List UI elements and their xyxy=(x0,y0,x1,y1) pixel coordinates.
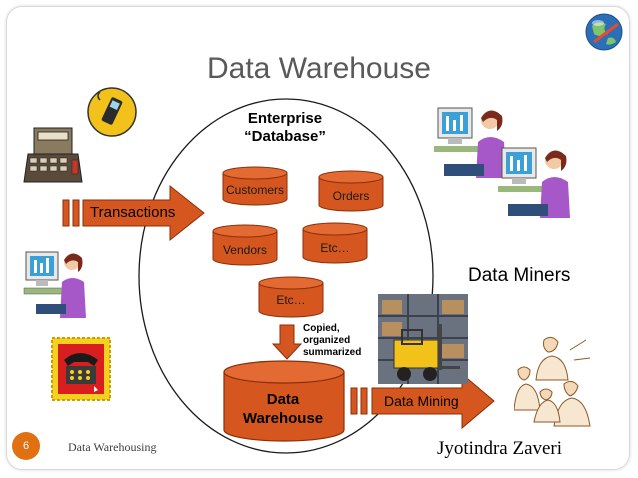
database-orders: Orders xyxy=(318,170,384,212)
database-vendors: Vendors xyxy=(212,224,278,266)
cash-register-icon xyxy=(23,127,83,183)
slide-frame xyxy=(6,6,630,470)
down-arrow-icon xyxy=(272,324,302,360)
enterprise-database-ellipse xyxy=(138,98,434,454)
database-label: Etc… xyxy=(276,293,306,307)
slide-title: Data Warehouse xyxy=(206,52,431,85)
database-label: Etc… xyxy=(320,241,350,255)
enterprise-line1: Enterprise xyxy=(247,110,323,127)
transactions-label: Transactions xyxy=(90,204,176,221)
data-warehouse-cylinder-icon xyxy=(223,360,345,442)
warehouse-line1: Data xyxy=(266,391,300,408)
transactions-arrow-icon xyxy=(62,184,205,242)
person-at-computer-icon xyxy=(23,251,86,318)
database-cylinder-icon xyxy=(302,222,368,264)
enterprise-line2: “Database” xyxy=(244,128,326,145)
data-mining-arrow-icon xyxy=(350,372,495,430)
copied-organized-summarized-label: Copied, organized summarized xyxy=(303,323,361,359)
database-cylinder-icon xyxy=(318,170,384,212)
globe-icon xyxy=(585,13,623,51)
enterprise-database-title: Enterprise “Database” xyxy=(225,110,345,146)
data-miners-label: Data Miners xyxy=(468,265,571,286)
database-cylinder-icon xyxy=(258,276,324,318)
database-label: Customers xyxy=(225,183,284,197)
data-miners-computers-icon xyxy=(434,107,570,218)
copied-line1: Copied, xyxy=(303,323,340,334)
businessmen-meeting-icon xyxy=(514,336,591,427)
person-at-computer-icon xyxy=(498,147,570,218)
database-etc-1: Etc… xyxy=(302,222,368,264)
footer-text: Data Warehousing xyxy=(68,440,157,454)
page-number-badge: 6 xyxy=(12,432,40,460)
author-name: Jyotindra Zaveri xyxy=(437,438,563,459)
forklift-warehouse-icon xyxy=(378,294,468,384)
database-etc-2: Etc… xyxy=(258,276,324,318)
data-warehouse-label: Data Warehouse xyxy=(224,390,342,428)
copied-line3: summarized xyxy=(303,347,362,358)
database-label: Orders xyxy=(332,189,370,203)
database-customers: Customers xyxy=(222,166,288,206)
fax-machine-stamp-icon xyxy=(51,337,111,401)
database-label: Vendors xyxy=(222,243,268,257)
copied-line2: organized xyxy=(303,335,351,346)
data-mining-label: Data Mining xyxy=(384,393,459,409)
database-cylinder-icon xyxy=(222,166,288,206)
database-cylinder-icon xyxy=(212,224,278,266)
person-at-computer-icon xyxy=(434,107,506,178)
warehouse-line2: Warehouse xyxy=(242,410,324,427)
mobile-phone-icon xyxy=(87,87,137,137)
